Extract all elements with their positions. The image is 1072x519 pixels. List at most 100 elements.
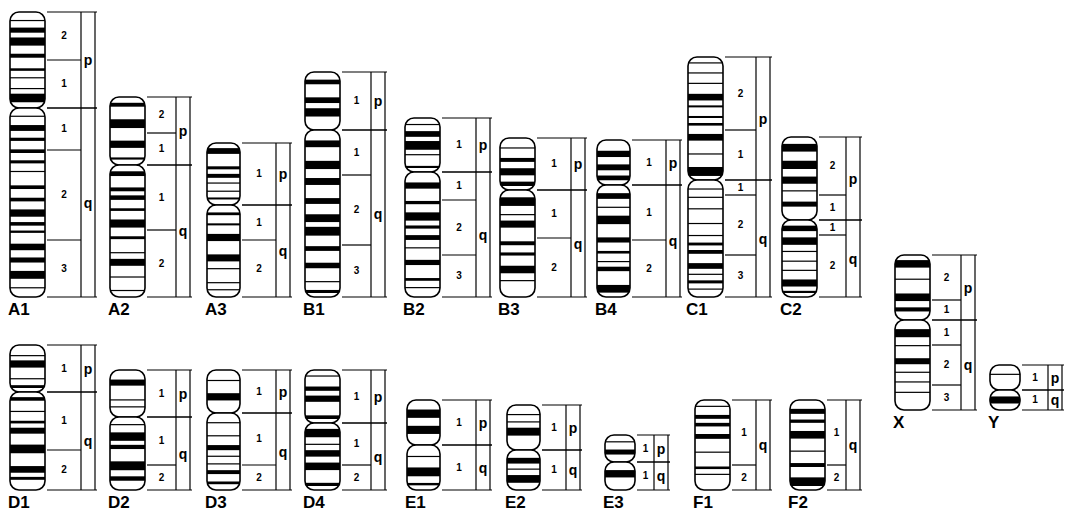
chromosome-band bbox=[688, 134, 723, 141]
chromosome-band bbox=[10, 397, 45, 401]
arm-tick bbox=[242, 412, 292, 413]
chromosome-band bbox=[305, 178, 340, 185]
region-tick bbox=[242, 464, 276, 465]
region-number: 1 bbox=[456, 140, 462, 150]
chromosome-band bbox=[207, 254, 240, 261]
arm-tick bbox=[732, 489, 772, 490]
region-number: 2 bbox=[456, 223, 462, 233]
chromosome-arm bbox=[895, 320, 930, 410]
region-number: 2 bbox=[61, 465, 67, 475]
chromosome-band bbox=[500, 168, 535, 175]
chromosome-band bbox=[110, 432, 145, 440]
chromosome-arm bbox=[10, 392, 45, 490]
chromosome-band bbox=[895, 345, 930, 346]
arm-bands bbox=[407, 400, 440, 445]
arm-fill bbox=[605, 462, 635, 490]
arm-bands bbox=[110, 165, 145, 297]
arm-tick bbox=[242, 296, 292, 297]
arm-fill bbox=[605, 435, 635, 462]
arm-fill bbox=[407, 400, 440, 445]
chromosome-band bbox=[695, 434, 730, 439]
arm-bands bbox=[990, 365, 1020, 390]
arm-bands bbox=[407, 445, 440, 490]
bracket-line bbox=[384, 370, 385, 490]
arm-tick bbox=[725, 296, 772, 297]
chromosome-band bbox=[688, 289, 723, 290]
arm-tick bbox=[147, 416, 192, 417]
bracket-line bbox=[189, 370, 190, 490]
chromosome-band bbox=[10, 244, 45, 251]
chromosome-band bbox=[405, 247, 440, 248]
region-number: 2 bbox=[738, 89, 744, 99]
chromosome-band bbox=[405, 278, 440, 281]
region-number: 1 bbox=[354, 96, 360, 106]
chromosome-band bbox=[110, 461, 145, 470]
chromosome-band bbox=[688, 197, 723, 198]
arm-bands bbox=[597, 140, 630, 185]
chromosome-band bbox=[405, 131, 440, 137]
bracket-line bbox=[665, 140, 666, 297]
region-number: 1 bbox=[159, 144, 165, 154]
region-tick bbox=[442, 199, 476, 200]
chromosome-name: A3 bbox=[205, 301, 227, 318]
chromosome-band bbox=[10, 355, 45, 356]
chromosome-band bbox=[500, 221, 535, 228]
arm-label: p bbox=[964, 281, 973, 295]
chromosome-name: F1 bbox=[693, 494, 713, 511]
region-number: 2 bbox=[944, 360, 950, 370]
chromosome-band bbox=[895, 307, 930, 311]
arm-label: q bbox=[1051, 393, 1060, 407]
chromosome-arm bbox=[597, 185, 630, 297]
region-tick bbox=[47, 239, 81, 240]
chromosome-band bbox=[305, 387, 340, 391]
chromosome-band bbox=[688, 105, 723, 107]
arm-bands bbox=[688, 180, 723, 297]
chromosome-name: D2 bbox=[108, 494, 130, 511]
region-tick bbox=[819, 234, 846, 235]
arm-bands bbox=[500, 190, 535, 297]
chromosome-band bbox=[695, 406, 730, 407]
region-number: 1 bbox=[456, 463, 462, 473]
chromosome-band bbox=[990, 396, 1020, 403]
region-tick bbox=[147, 464, 176, 465]
arm-fill bbox=[507, 450, 540, 490]
arm-tick bbox=[819, 219, 862, 220]
region-tick bbox=[147, 229, 176, 230]
region-number: 1 bbox=[159, 436, 165, 446]
chromosome-band bbox=[688, 153, 723, 154]
chromosome-name: X bbox=[893, 414, 904, 431]
arm-tick bbox=[442, 444, 492, 445]
chromosome-band bbox=[695, 415, 730, 419]
region-tick bbox=[932, 384, 961, 385]
arm-tick bbox=[242, 412, 292, 413]
chromosome-band bbox=[10, 185, 45, 189]
chromosome-band bbox=[695, 474, 730, 475]
chromosome-band bbox=[790, 420, 825, 423]
chromosome-arm bbox=[207, 143, 240, 205]
arm-bands bbox=[405, 172, 440, 297]
arm-tick bbox=[637, 461, 670, 462]
chromosome-band bbox=[895, 260, 930, 268]
chromosome-band bbox=[110, 252, 145, 253]
region-number: 1 bbox=[738, 183, 744, 193]
region-number: 2 bbox=[159, 259, 165, 269]
arm-bands bbox=[605, 462, 635, 490]
arm-tick bbox=[242, 489, 292, 490]
chromosome-band bbox=[305, 429, 340, 437]
arm-bands bbox=[207, 143, 240, 205]
chromosome-name: B1 bbox=[303, 301, 325, 318]
region-number: 2 bbox=[256, 264, 262, 274]
arm-fill bbox=[500, 138, 535, 190]
arm-label: q bbox=[759, 232, 768, 246]
arm-label: q bbox=[849, 252, 858, 266]
arm-bands bbox=[597, 185, 630, 297]
arm-fill bbox=[10, 12, 45, 108]
chromosome-band bbox=[305, 281, 340, 282]
arm-fill bbox=[405, 172, 440, 297]
arm-tick bbox=[442, 117, 492, 118]
arm-tick bbox=[542, 449, 582, 450]
chromosome-arm bbox=[407, 445, 440, 490]
chromosome-band bbox=[695, 423, 730, 427]
region-number: 2 bbox=[834, 473, 840, 483]
chromosome-band bbox=[605, 450, 635, 455]
